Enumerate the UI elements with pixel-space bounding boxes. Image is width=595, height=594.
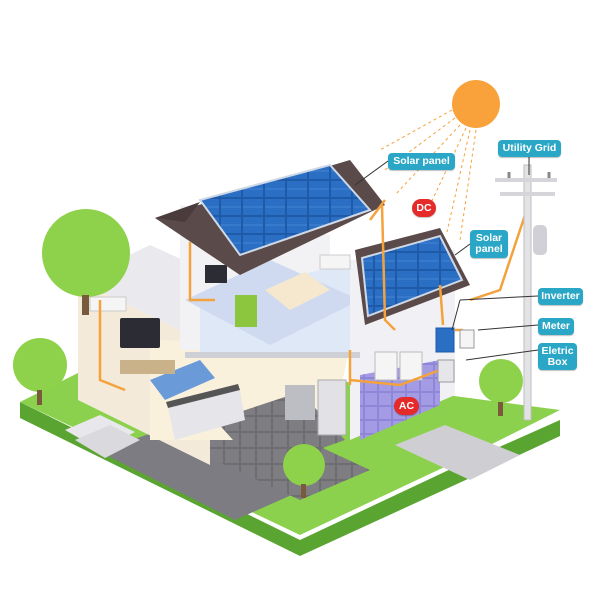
utility-pole-icon <box>495 164 557 421</box>
label-leaders <box>354 157 539 361</box>
solar-panel-secondary-line2: panel <box>475 243 503 255</box>
meter-label: Meter <box>538 318 574 335</box>
eletric-box-line1: Eletric <box>541 344 574 357</box>
inverter-icon <box>435 327 455 353</box>
meter-icon <box>459 329 475 349</box>
sun-icon <box>452 80 500 128</box>
solar-panel-secondary-line1: Solar <box>475 232 503 244</box>
ac-label: AC <box>394 397 419 415</box>
eletric-box-line2: Box <box>547 355 568 368</box>
solar-panel-main-label: Solar panel <box>388 153 455 170</box>
sun-rays <box>379 109 477 241</box>
solar-panel-secondary-label: Solar panel <box>470 230 508 258</box>
tree-icon <box>13 209 523 498</box>
electric-box-icon <box>437 359 455 383</box>
utility-grid-label: Utility Grid <box>498 140 561 157</box>
inverter-label: Inverter <box>538 288 583 305</box>
eletric-box-label: Eletric Box <box>538 343 577 370</box>
main-roof <box>155 160 385 275</box>
wiring <box>98 199 532 392</box>
dc-label: DC <box>412 199 436 217</box>
